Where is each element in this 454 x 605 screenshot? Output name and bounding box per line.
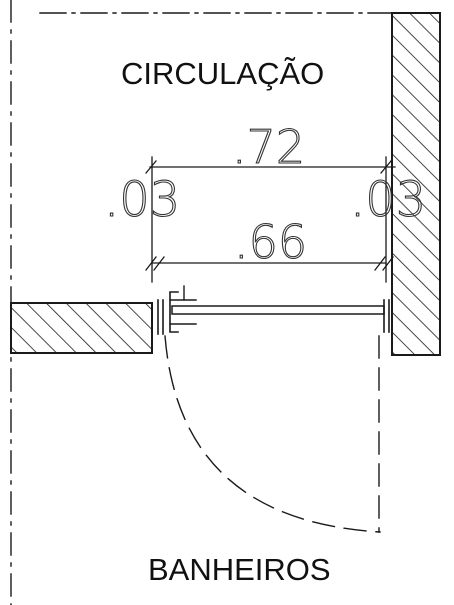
right-wall: [391, 12, 441, 356]
room-label-banheiros: BANHEIROS: [148, 552, 331, 587]
dim-label-door-leaf: .66: [234, 215, 307, 269]
dim-label-left-jamb: .03: [104, 172, 180, 228]
leaf-dim-tick-3: [374, 256, 386, 271]
door-swing-arc: [164, 335, 381, 533]
overall-dim-tick-left: [145, 160, 157, 174]
leaf-dim-tick-4: [382, 256, 394, 271]
leaf-dim-tick-1: [145, 256, 157, 271]
left-wall: [10, 302, 153, 354]
dim-label-right-jamb: .03: [350, 172, 426, 228]
dim-label-overall: .72: [232, 120, 305, 174]
leaf-dim-tick-2: [153, 256, 165, 271]
door-leaf: [171, 305, 385, 315]
room-label-circulacao: CIRCULAÇÃO: [121, 56, 324, 91]
door-hinge-bracket: [169, 291, 179, 333]
